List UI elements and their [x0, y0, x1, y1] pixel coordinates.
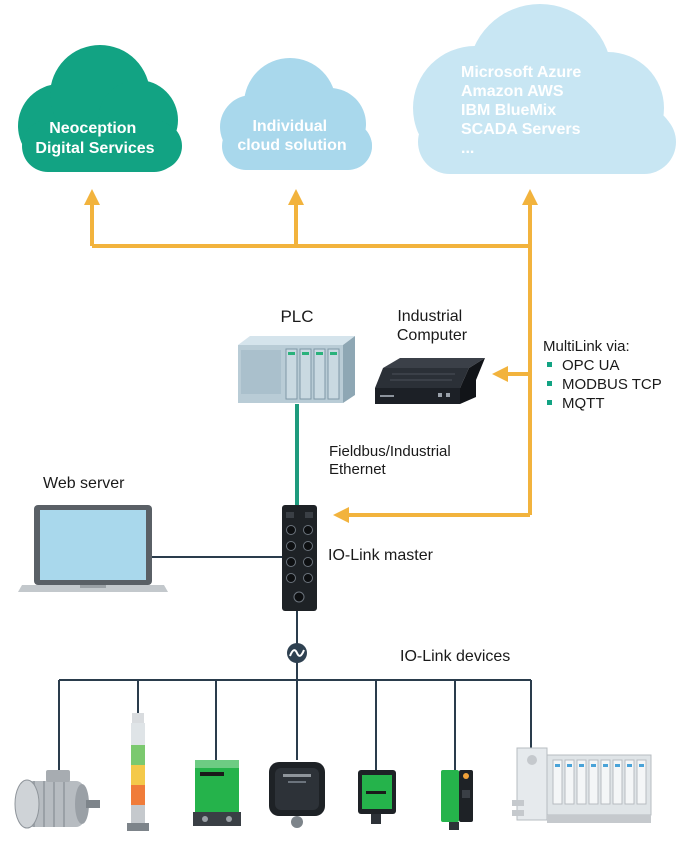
multilink-list: MultiLink via: OPC UA MODBUS TCP MQTT [543, 338, 662, 412]
laptop-icon [18, 505, 168, 592]
multilink-item: MODBUS TCP [562, 376, 662, 393]
industrial-computer-label: Industrial Computer [397, 308, 468, 344]
motor-icon [14, 770, 100, 829]
signal-tower-icon [127, 713, 149, 831]
cloud-text-line: IBM BlueMix [461, 102, 556, 119]
rotary-encoder-icon [269, 762, 325, 828]
cloud-connection-arrows [84, 189, 538, 523]
bullet-icon [547, 400, 552, 405]
cloud-text-line: Amazon AWS [461, 83, 564, 100]
cloud-individual: Individual cloud solution [220, 58, 372, 170]
io-link-master-label: IO-Link master [328, 547, 434, 564]
cloud-text-line: cloud solution [237, 137, 346, 154]
fieldbus-label: Fieldbus/Industrial Ethernet [329, 443, 455, 478]
valve-terminal-icon [512, 747, 652, 823]
industrial-computer-icon [375, 358, 485, 404]
multilink-item: OPC UA [562, 357, 620, 374]
io-link-logo-icon [287, 643, 307, 663]
web-server-label: Web server [43, 475, 125, 492]
io-link-master-icon [282, 505, 317, 611]
cloud-text-line: Neoception [49, 120, 136, 137]
cloud-text-line: Individual [252, 118, 327, 135]
fieldbus-label-line: Ethernet [329, 461, 387, 478]
multilink-title: MultiLink via: [543, 338, 630, 355]
photoelectric-sensor-icon [441, 770, 473, 830]
cloud-text-line: SCADA Servers [461, 121, 581, 138]
svg-text:Individual cloud solutio: Individual cloud solution [237, 118, 346, 154]
industrial-computer-label-line: Computer [397, 327, 468, 344]
svg-text:Neoception Digital Servi: Neoception Digital Services [35, 120, 154, 157]
io-link-devices-label: IO-Link devices [400, 648, 510, 665]
cloud-text-line: Digital Services [35, 140, 154, 157]
cloud-providers: Microsoft Azure Amazon AWS IBM BlueMix S… [413, 4, 676, 174]
inductive-sensor-icon [193, 760, 241, 826]
bullet-icon [547, 381, 552, 386]
ultrasonic-sensor-icon [358, 770, 396, 824]
plc-icon [238, 336, 355, 403]
industrial-computer-label-line: Industrial [397, 308, 462, 325]
fieldbus-label-line: Fieldbus/Industrial [329, 443, 451, 460]
plc-label: PLC [280, 307, 313, 326]
cloud-text-line: ... [461, 140, 474, 157]
svg-text:Microsoft Azure Amazon A: Microsoft Azure Amazon AWS IBM BlueMix S… [461, 64, 586, 157]
cloud-text-line: Microsoft Azure [461, 64, 581, 81]
io-link-device-bus [58, 679, 532, 780]
cloud-neoception: Neoception Digital Services [18, 45, 182, 172]
bullet-icon [547, 362, 552, 367]
multilink-item: MQTT [562, 395, 605, 412]
